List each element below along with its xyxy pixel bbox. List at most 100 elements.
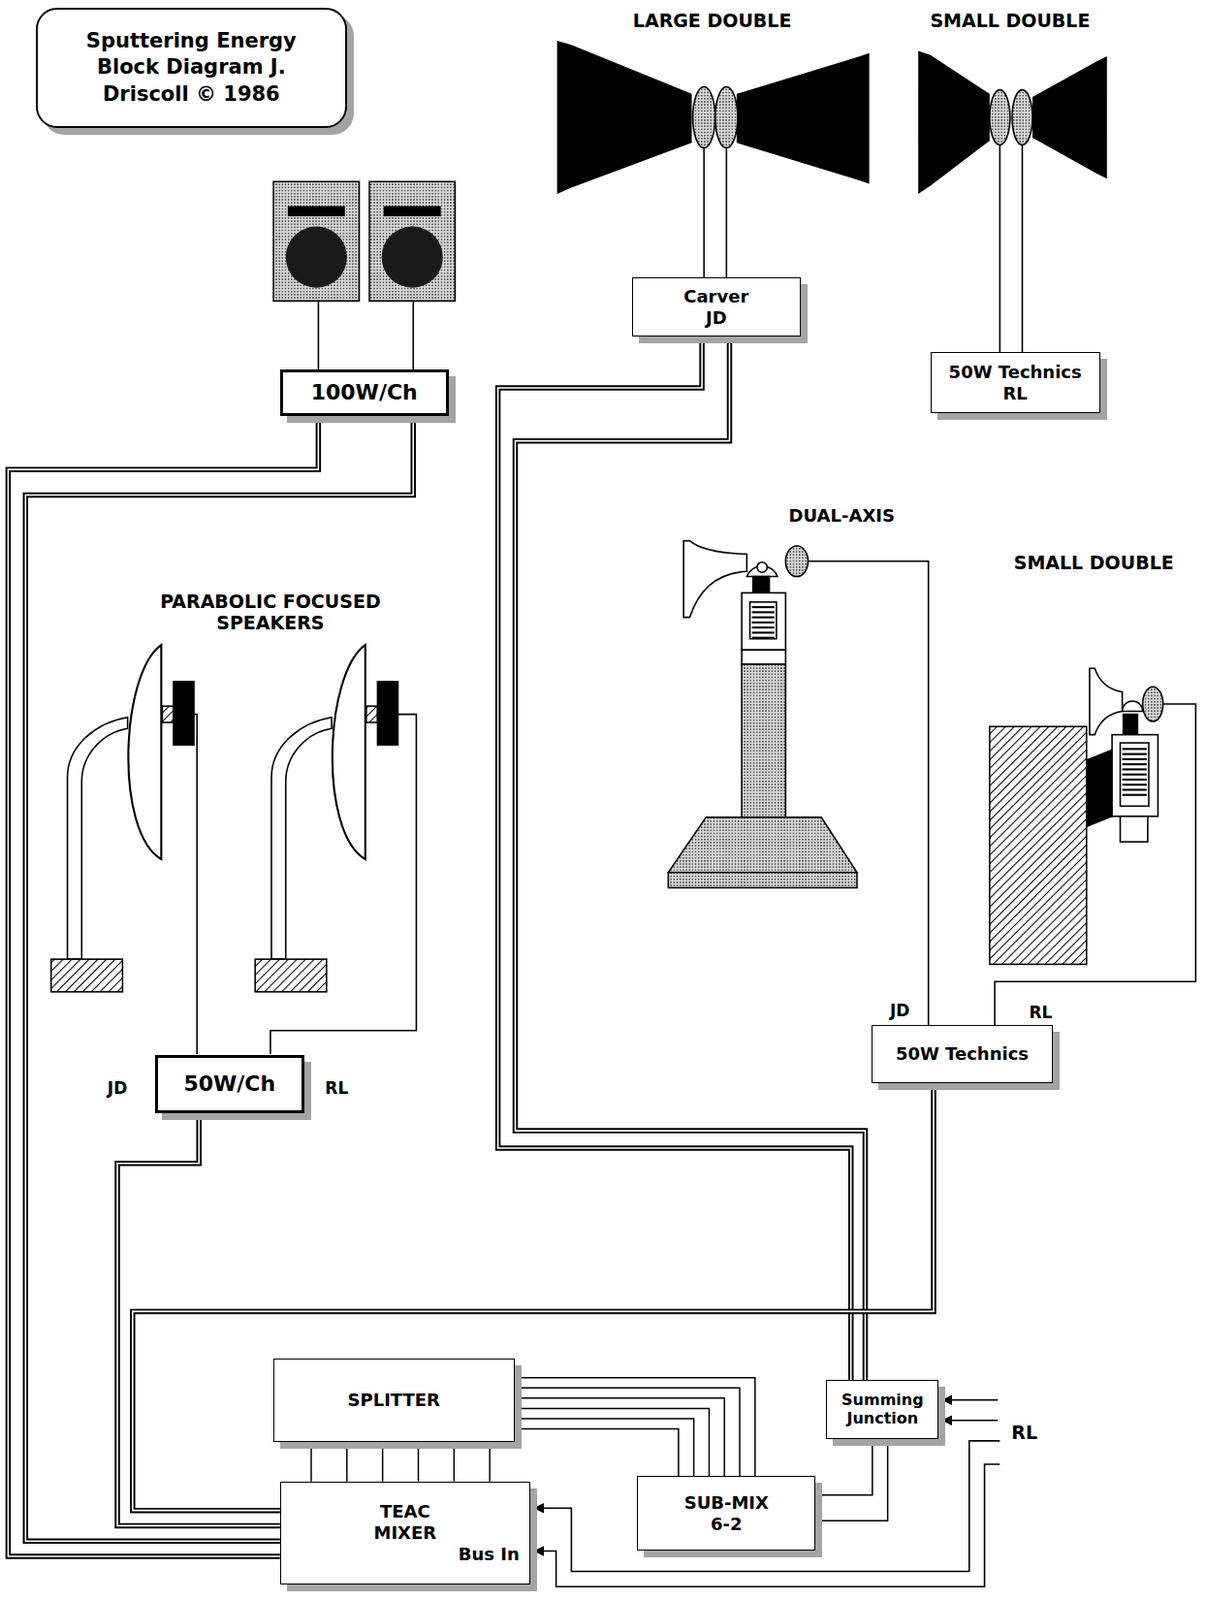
block-label: SUB-MIX 6-2 [677, 1491, 775, 1534]
block-label: 100W/Ch [311, 380, 418, 406]
signal-wire [346, 1441, 348, 1482]
block-label: Summing Junction [833, 1390, 931, 1428]
wire-path [117, 1112, 281, 1526]
dual-axis-speaker [741, 649, 786, 665]
parabolic-speaker [67, 717, 128, 959]
block-box: 50W Technics RL [930, 351, 1101, 413]
signal-wire [453, 1441, 455, 1482]
small-double-speaker [989, 726, 1087, 964]
block-label: 50W Technics [895, 1043, 1029, 1065]
small-double-speaker [989, 667, 1164, 964]
block-label: TEAC MIXER [366, 1500, 445, 1543]
wire-path [815, 1438, 888, 1521]
wire-core [117, 1112, 281, 1526]
input-wire [534, 1440, 1000, 1572]
signal-wire [815, 1438, 872, 1495]
speaker-wire [1021, 144, 1024, 352]
coil-lines [1122, 747, 1147, 750]
box-speaker [381, 226, 444, 288]
parabolic-speaker [366, 705, 379, 723]
block-label: SPLITTER [348, 1389, 441, 1411]
input-wire [942, 1398, 998, 1401]
dual-axis-speaker [785, 545, 808, 577]
input-wire [534, 1463, 1000, 1587]
coil-lines [752, 636, 775, 639]
small-double-speaker [1120, 742, 1149, 806]
signal-wire [310, 1441, 312, 1482]
coil-lines [1122, 767, 1147, 770]
signal-wire [514, 336, 865, 1380]
coil-lines [1122, 788, 1147, 791]
coil-lines [752, 631, 775, 634]
heading-label: JD [889, 1000, 910, 1020]
block-box: SPLITTER [273, 1358, 515, 1441]
horn-speaker [1032, 56, 1108, 179]
speaker-wire [317, 300, 320, 370]
horn-speaker [693, 86, 716, 148]
block-box: Carver JD [632, 277, 801, 337]
small-double-speaker [1089, 667, 1123, 734]
signal-wire [815, 1438, 888, 1521]
block-label: 50W/Ch [183, 1071, 276, 1097]
heading-label: RL [1029, 1002, 1053, 1022]
parabolic-speaker [271, 717, 332, 959]
wire-path [132, 1082, 934, 1510]
small-double-speaker [1123, 714, 1139, 735]
coil-lines [1122, 773, 1147, 776]
parabolic-speaker [254, 958, 327, 992]
wire-path [498, 336, 852, 1380]
signal-wire [514, 1428, 679, 1476]
wire-path [815, 1438, 872, 1495]
small-double-speaker [1111, 734, 1158, 817]
wire-core [498, 336, 852, 1380]
heading-label: SMALL DOUBLE [929, 9, 1090, 32]
dual-axis-speaker [741, 592, 786, 650]
dual-axis-speaker [683, 540, 747, 618]
coil-lines [1122, 778, 1147, 781]
box-speaker [285, 226, 348, 288]
block-label: Bus In [458, 1543, 520, 1565]
box-speaker [383, 206, 442, 218]
parabolic-speaker [377, 681, 398, 745]
wire-path [514, 1407, 710, 1476]
coil-lines [1122, 762, 1147, 765]
signal-wire [381, 1441, 383, 1482]
speaker-wire [193, 714, 197, 1054]
signal-wire [132, 1082, 934, 1510]
small-double-speaker [1086, 749, 1112, 826]
block-box: 100W/Ch [280, 369, 449, 416]
coil-lines [1122, 748, 1147, 794]
wire-core [132, 1082, 934, 1510]
horn-speaker [557, 40, 1108, 194]
wire-path [453, 1441, 456, 1482]
dual-axis-speaker [753, 576, 770, 594]
wire-core [7, 415, 318, 1556]
wire-path [7, 415, 318, 1556]
coil-lines [752, 626, 775, 629]
speaker-wire [808, 561, 929, 1026]
small-double-speaker [1142, 686, 1164, 722]
parabolic-speaker [51, 644, 399, 992]
block-box: 50W Technics [871, 1024, 1052, 1083]
title-box: Sputtering Energy Block Diagram J. Drisc… [35, 7, 348, 127]
block-label: Carver JD [677, 285, 756, 328]
coil-lines [752, 605, 775, 608]
heading-label: LARGE DOUBLE [633, 9, 793, 32]
wire-path [514, 1428, 679, 1476]
box-speaker [273, 181, 359, 301]
parabolic-speaker [51, 958, 124, 992]
parabolic-speaker [161, 705, 174, 723]
dual-axis-speaker [757, 562, 768, 573]
box-speaker [287, 206, 346, 218]
speaker-wire [702, 148, 705, 279]
wire-path [488, 1441, 491, 1482]
signal-wire [514, 1418, 695, 1476]
wire-path [310, 1441, 313, 1482]
small-double-speaker [1122, 700, 1143, 712]
block-box: SUB-MIX 6-2 [636, 1475, 816, 1551]
dual-axis-speaker [750, 602, 777, 639]
heading-label: RL [1011, 1421, 1038, 1444]
wire-path [346, 1441, 349, 1482]
